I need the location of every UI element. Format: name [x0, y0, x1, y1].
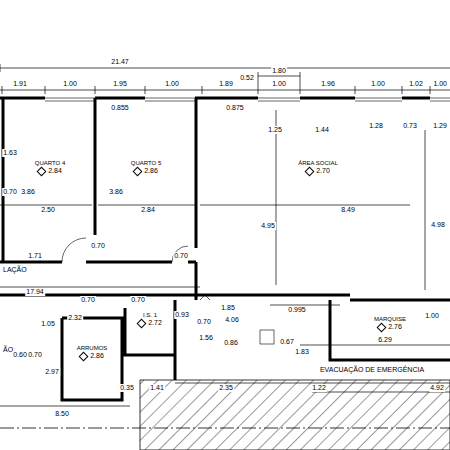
dimension: 0.70 — [80, 296, 96, 304]
dimension: 0.875 — [225, 104, 245, 112]
dimension: 4.06 — [224, 316, 240, 324]
dimension: 0.73 — [402, 122, 418, 130]
dimension: 2.84 — [140, 206, 156, 214]
dimension: 0.60 — [12, 351, 28, 359]
dimension: 17.94 — [25, 288, 45, 296]
dimension: 1.83 — [294, 348, 310, 356]
dimension: 0.70 — [27, 351, 43, 359]
level-value: 2.72 — [148, 319, 162, 326]
room-name: QUARTO 4 — [34, 160, 66, 167]
dimension: 2.50 — [40, 206, 56, 214]
dimension: 1.00 — [271, 80, 287, 88]
dimension: 1.05 — [40, 320, 56, 328]
dimension: 1.95 — [112, 80, 128, 88]
area-note: LAÇÃO — [2, 266, 28, 274]
room-name: ARRUMOS — [77, 345, 108, 351]
dimension: 0.855 — [110, 104, 130, 112]
dimension: 4.95 — [260, 222, 276, 230]
dimension: 1.25 — [267, 126, 283, 134]
dimension: 0.70 — [130, 296, 146, 304]
room-area: ÁREA SOCIAL2.70 — [198, 160, 438, 175]
level-symbol — [133, 166, 143, 176]
dimension: 1.63 — [2, 149, 18, 157]
dimension: 1.80 — [271, 67, 287, 75]
dimension: 0.52 — [239, 74, 255, 82]
room-name: ARRUMOS — [76, 345, 109, 352]
room-name: MARQUISE — [373, 316, 407, 323]
dimension: 2.97 — [44, 368, 60, 376]
room-name: I.S. 1 — [142, 312, 158, 319]
dimension: 0.70 — [2, 188, 18, 196]
dimension: 0.995 — [287, 306, 307, 314]
room-name: QUARTO 5 — [130, 160, 162, 167]
level-value: 2.86 — [144, 167, 158, 174]
dimension: 0.86 — [223, 339, 239, 347]
level-symbol — [37, 166, 47, 176]
dimension: 1.00 — [424, 312, 440, 320]
floor-level: 2.76 — [377, 323, 403, 331]
floor-level: 2.86 — [79, 352, 105, 360]
dimension: 3.86 — [20, 188, 36, 196]
dimension: 1.00 — [164, 80, 180, 88]
dimension: 2.32 — [67, 314, 83, 322]
dimension: 8.49 — [340, 206, 356, 214]
dimension: 1.91 — [12, 80, 28, 88]
dimension: 6.29 — [377, 336, 393, 344]
dimension: 2.35 — [218, 384, 234, 392]
dimension: 1.56 — [198, 334, 214, 342]
room-name: I.S. 1 — [143, 312, 157, 318]
level-symbol — [79, 351, 89, 361]
dimension: 0.70 — [90, 242, 106, 250]
room-area: I.S. 12.72 — [125, 312, 175, 327]
room-name: ÁREA SOCIAL — [298, 160, 338, 166]
room-area: QUARTO 42.84 — [5, 160, 95, 175]
room-name: ÁREA SOCIAL — [297, 160, 339, 167]
level-symbol — [137, 318, 147, 328]
dimension: 1.00 — [370, 80, 386, 88]
room-area: QUARTO 52.86 — [97, 160, 195, 175]
dimension: 0.93 — [174, 311, 190, 319]
level-value: 2.76 — [388, 323, 402, 330]
dimension: 4.98 — [430, 221, 446, 229]
dimension: 0.70 — [196, 318, 212, 326]
dimension: 1.89 — [218, 80, 234, 88]
dimension: 1.00 — [432, 80, 448, 88]
floor-level: 2.84 — [37, 167, 63, 175]
dimension: 1.00 — [62, 80, 78, 88]
room-name: QUARTO 5 — [131, 160, 161, 166]
dimension: 1.85 — [220, 304, 236, 312]
area-note: EVACUAÇÃO DE EMERGÊNCIA — [319, 366, 425, 374]
floor-level: 2.86 — [133, 167, 159, 175]
room-area: ARRUMOS2.86 — [63, 345, 121, 360]
dimension: 1.71 — [27, 252, 43, 260]
dimension: 21.47 — [110, 58, 130, 66]
dimension: 0.67 — [279, 338, 295, 346]
dimension: 1.29 — [432, 122, 448, 130]
floor-level: 2.72 — [137, 319, 163, 327]
dimension: 4.92 — [429, 384, 445, 392]
dimension: 1.96 — [320, 80, 336, 88]
level-value: 2.86 — [90, 352, 104, 359]
level-symbol — [305, 166, 315, 176]
floor-level: 2.70 — [305, 167, 331, 175]
level-value: 2.84 — [48, 167, 62, 174]
dimension: 1.41 — [149, 384, 165, 392]
dimension: 1.44 — [314, 126, 330, 134]
dimension: 3.86 — [108, 188, 124, 196]
room-name: MARQUISE — [374, 316, 406, 322]
dimension: 1.28 — [368, 122, 384, 130]
dimension: 0.70 — [173, 252, 189, 260]
dimension: 0.35 — [119, 384, 135, 392]
room-name: QUARTO 4 — [35, 160, 65, 166]
level-symbol — [377, 322, 387, 332]
dimension: 8.50 — [54, 410, 70, 418]
dimension: 1.02 — [408, 80, 424, 88]
level-value: 2.70 — [316, 167, 330, 174]
dimension: 1.22 — [311, 384, 327, 392]
